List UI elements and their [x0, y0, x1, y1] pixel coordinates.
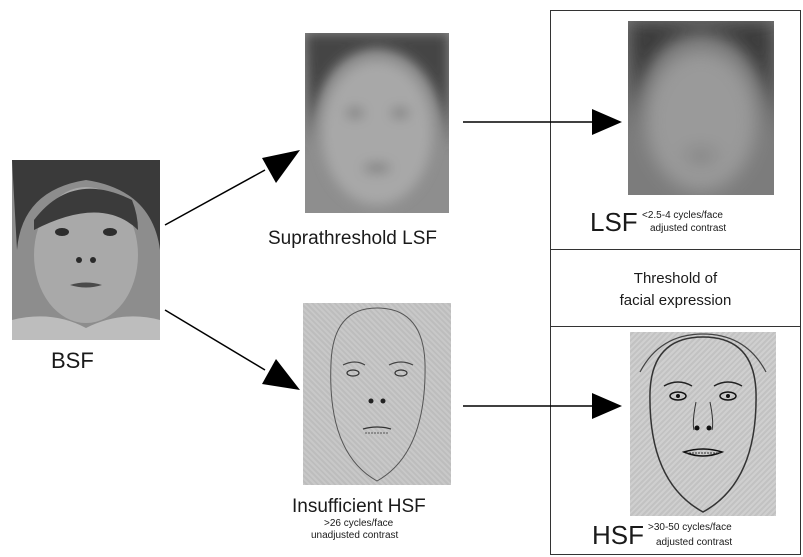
hsf-contrast: adjusted contrast	[656, 537, 732, 548]
bsf-label: BSF	[51, 348, 94, 374]
lsf-label: LSF	[590, 207, 638, 238]
insufficient-hsf-contrast: unadjusted contrast	[311, 530, 398, 541]
insufficient-hsf-face-image	[303, 303, 451, 485]
hsf-cycles: >30-50 cycles/face	[648, 522, 732, 533]
hsf-adjusted-face-image	[630, 332, 776, 516]
hsf-label: HSF	[592, 520, 644, 551]
suprathreshold-lsf-label: Suprathreshold LSF	[268, 228, 437, 250]
insufficient-hsf-label: Insufficient HSF	[292, 496, 426, 518]
threshold-line-2: facial expression	[550, 292, 801, 309]
lsf-cycles: <2.5-4 cycles/face	[642, 210, 723, 221]
lsf-contrast: adjusted contrast	[650, 223, 726, 234]
bsf-face-image	[12, 160, 160, 340]
arrow-bsf-to-hsf	[165, 310, 300, 390]
suprathreshold-lsf-face-image	[305, 33, 449, 213]
insufficient-hsf-cycles: >26 cycles/face	[324, 518, 393, 529]
arrow-bsf-to-lsf	[165, 150, 300, 225]
lsf-adjusted-face-image	[628, 21, 774, 195]
threshold-panel-box	[550, 249, 801, 327]
threshold-line-1: Threshold of	[550, 270, 801, 287]
